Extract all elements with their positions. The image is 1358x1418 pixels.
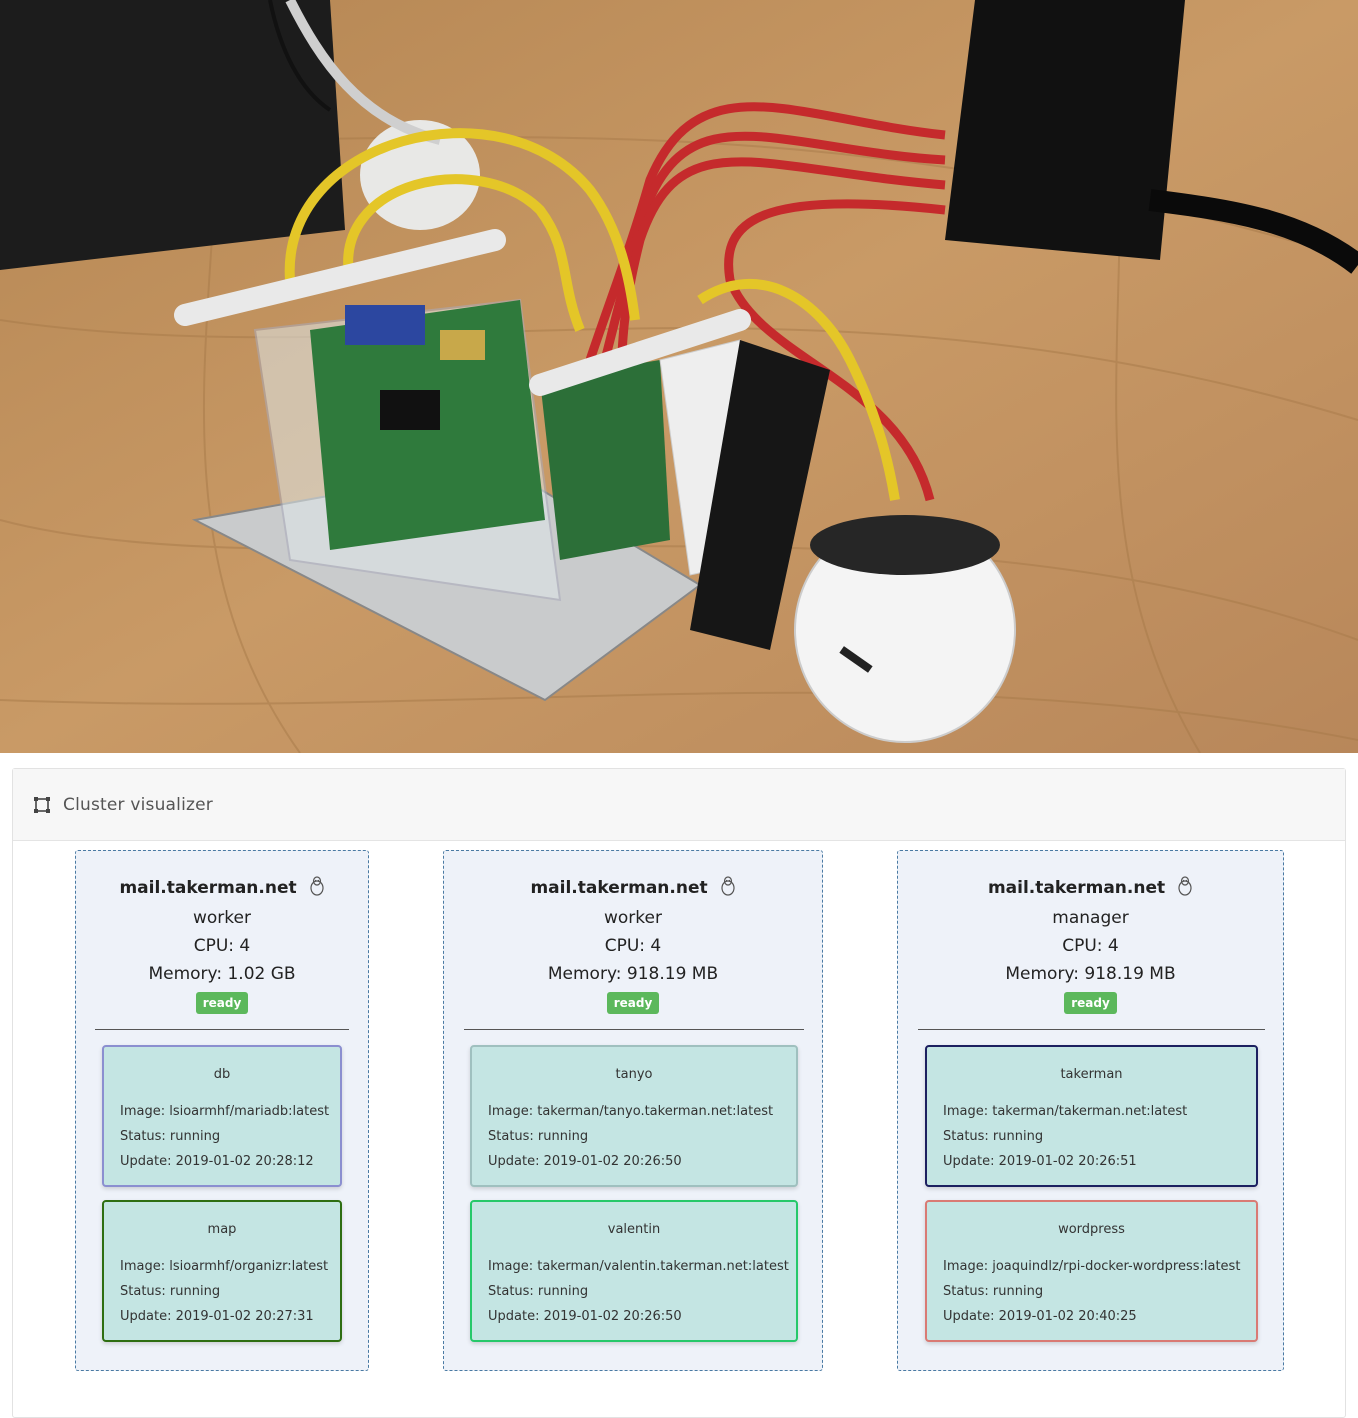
divider: [464, 1029, 804, 1030]
service-name: db: [213, 1067, 231, 1082]
service-card[interactable]: takerman Image: takerman/takerman.net:la…: [925, 1045, 1258, 1187]
status-badge: ready: [606, 992, 660, 1014]
status-badge: ready: [195, 992, 249, 1014]
node-card[interactable]: mail.takerman.net manager CPU: 4 Memory:…: [897, 850, 1284, 1371]
service-image: Image: lsioarmhf/mariadb:latest: [120, 1104, 330, 1119]
cluster-hardware-photo: [0, 0, 1358, 753]
service-status: Status: running: [120, 1284, 221, 1299]
service-name: wordpress: [1058, 1222, 1125, 1237]
divider: [95, 1029, 349, 1030]
node-role: worker: [193, 908, 251, 928]
linux-tux-icon: [1178, 876, 1192, 896]
service-card[interactable]: wordpress Image: joaquindlz/rpi-docker-w…: [925, 1200, 1258, 1342]
service-update: Update: 2019-01-02 20:40:25: [943, 1309, 1137, 1324]
node-cpu: CPU: 4: [1062, 936, 1119, 956]
service-image: Image: takerman/tanyo.takerman.net:lates…: [488, 1104, 774, 1119]
node-memory: Memory: 1.02 GB: [148, 964, 296, 984]
service-card[interactable]: map Image: lsioarmhf/organizr:latest Sta…: [102, 1200, 342, 1342]
service-update: Update: 2019-01-02 20:27:31: [120, 1309, 314, 1324]
node-role: manager: [1052, 908, 1129, 928]
linux-tux-icon: [720, 876, 735, 896]
node-cpu: CPU: 4: [193, 936, 251, 956]
service-status: Status: running: [943, 1129, 1044, 1144]
node-hostname: mail.takerman.net: [530, 878, 708, 898]
node-memory: Memory: 918.19 MB: [547, 964, 719, 984]
status-badge: ready: [1064, 992, 1117, 1014]
service-status: Status: running: [943, 1284, 1044, 1299]
service-image: Image: takerman/takerman.net:latest: [943, 1104, 1188, 1119]
node-cpu: CPU: 4: [604, 936, 662, 956]
service-update: Update: 2019-01-02 20:26:51: [943, 1154, 1137, 1169]
service-update: Update: 2019-01-02 20:26:50: [488, 1154, 682, 1169]
service-status: Status: running: [488, 1129, 589, 1144]
service-image: Image: joaquindlz/rpi-docker-wordpress:l…: [943, 1259, 1241, 1274]
node-hostname: mail.takerman.net: [987, 878, 1166, 898]
cluster-icon: [34, 796, 50, 813]
node-role: worker: [604, 908, 662, 928]
linux-tux-icon: [309, 876, 324, 896]
service-name: valentin: [607, 1222, 661, 1237]
divider: [918, 1029, 1265, 1030]
node-card[interactable]: mail.takerman.net worker CPU: 4 Memory: …: [443, 850, 823, 1371]
service-update: Update: 2019-01-02 20:26:50: [488, 1309, 682, 1324]
service-card[interactable]: valentin Image: takerman/valentin.takerm…: [470, 1200, 798, 1342]
panel-title: Cluster visualizer: [63, 794, 213, 815]
node-hostname: mail.takerman.net: [119, 878, 297, 898]
node-memory: Memory: 918.19 MB: [1005, 964, 1176, 984]
panel-header: Cluster visualizer: [13, 769, 1345, 841]
service-image: Image: lsioarmhf/organizr:latest: [120, 1259, 329, 1274]
node-card[interactable]: mail.takerman.net worker CPU: 4 Memory: …: [75, 850, 369, 1371]
service-card[interactable]: db Image: lsioarmhf/mariadb:latest Statu…: [102, 1045, 342, 1187]
service-name: map: [207, 1222, 237, 1237]
service-image: Image: takerman/valentin.takerman.net:la…: [488, 1259, 789, 1274]
service-status: Status: running: [488, 1284, 589, 1299]
service-update: Update: 2019-01-02 20:28:12: [120, 1154, 314, 1169]
service-status: Status: running: [120, 1129, 221, 1144]
service-name: tanyo: [615, 1067, 653, 1082]
service-name: takerman: [1060, 1067, 1123, 1082]
service-card[interactable]: tanyo Image: takerman/tanyo.takerman.net…: [470, 1045, 798, 1187]
